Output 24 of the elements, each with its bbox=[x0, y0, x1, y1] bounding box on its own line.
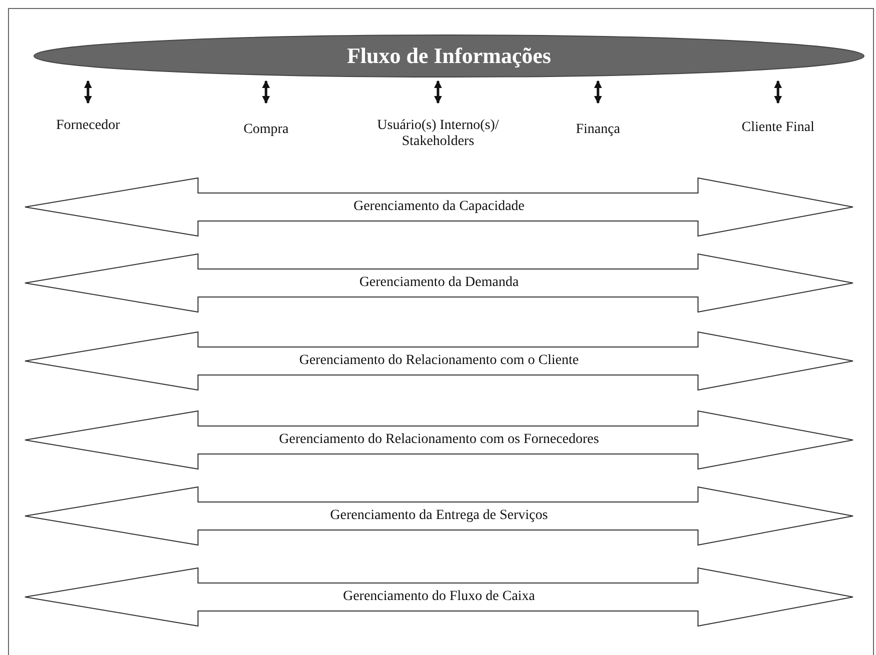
stakeholder-label: Usuário(s) Interno(s)/ Stakeholders bbox=[376, 118, 500, 150]
double-arrow-band bbox=[25, 332, 853, 390]
band-label: Gerenciamento do Relacionamento com os Fornecedores bbox=[279, 432, 599, 448]
banner-title: Fluxo de Informações bbox=[346, 43, 552, 69]
double-arrow-band bbox=[25, 568, 853, 626]
double-headed-arrow bbox=[594, 80, 602, 104]
double-arrow-band bbox=[25, 254, 853, 312]
double-headed-arrow bbox=[434, 80, 442, 104]
band-label: Gerenciamento da Capacidade bbox=[353, 199, 525, 215]
ellipse-banner bbox=[33, 34, 865, 78]
band-label: Gerenciamento do Fluxo de Caixa bbox=[342, 589, 536, 605]
double-arrow-band bbox=[25, 411, 853, 469]
band-label: Gerenciamento do Relacionamento com o Cliente bbox=[299, 353, 579, 369]
stakeholder-label: Fornecedor bbox=[55, 118, 121, 134]
double-arrow-band bbox=[25, 178, 853, 236]
stakeholder-label: Cliente Final bbox=[740, 120, 816, 136]
band-label: Gerenciamento da Entrega de Serviços bbox=[330, 508, 548, 524]
double-arrow-band bbox=[25, 487, 853, 545]
double-headed-arrow bbox=[774, 80, 782, 104]
double-headed-arrow bbox=[84, 80, 92, 104]
stakeholder-label: Finança bbox=[574, 122, 622, 138]
stakeholder-label: Compra bbox=[242, 122, 290, 138]
band-label: Gerenciamento da Demanda bbox=[359, 275, 519, 291]
double-headed-arrow bbox=[262, 80, 270, 104]
